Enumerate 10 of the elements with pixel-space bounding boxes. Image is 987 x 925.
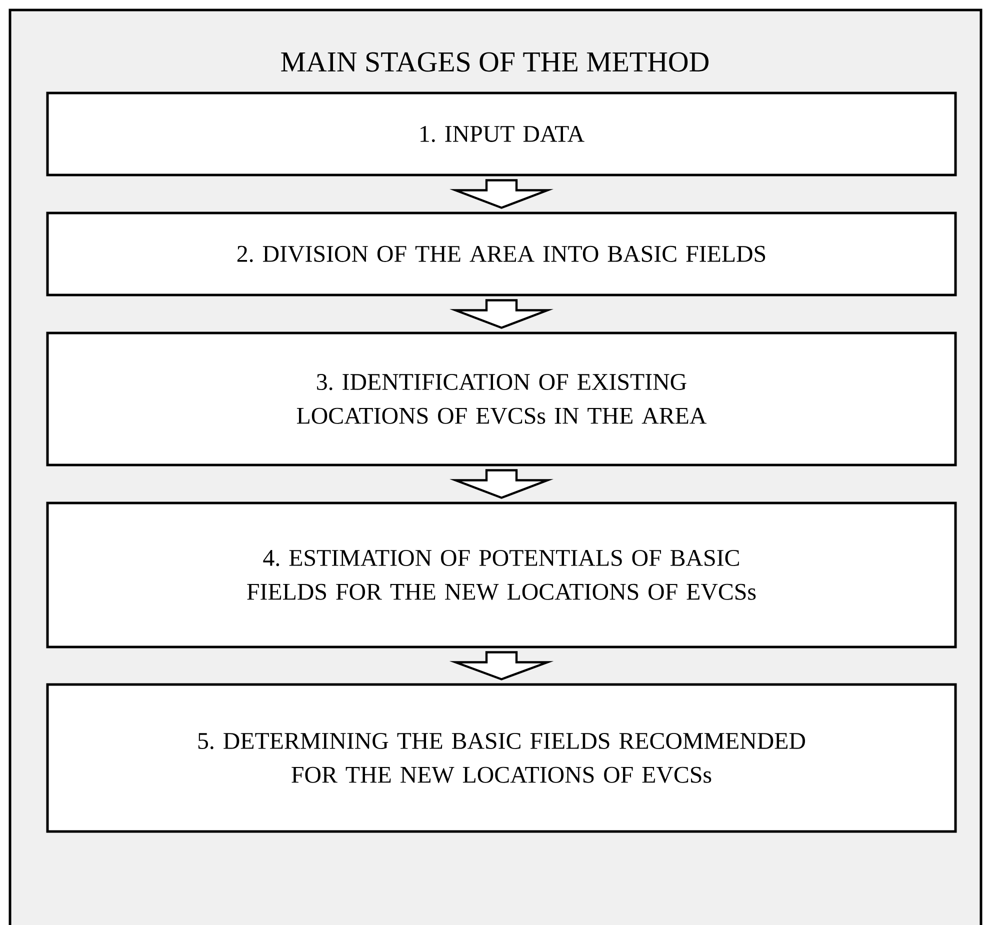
block-arrow — [450, 299, 554, 329]
stage-box: 5. DETERMINING THE BASIC FIELDS RECOMMENDED FOR THE NEW LOCATIONS OF EVCSs — [46, 683, 957, 833]
stage-box: 4. ESTIMATION OF POTENTIALS OF BASIC FIELDS FOR THE NEW LOCATIONS OF EVCSs — [46, 502, 957, 648]
stage-box: 1. INPUT DATA — [46, 92, 957, 176]
stage-box: 3. IDENTIFICATION OF EXISTING LOCATIONS OF EVCSs IN THE AREA — [46, 332, 957, 466]
block-arrow — [450, 469, 554, 499]
stage-box: 2. DIVISION OF THE AREA INTO BASIC FIELDS — [46, 212, 957, 296]
block-arrow — [449, 651, 554, 680]
panel-title: MAIN STAGES OF THE METHOD — [281, 52, 708, 72]
block-arrow — [450, 179, 554, 209]
